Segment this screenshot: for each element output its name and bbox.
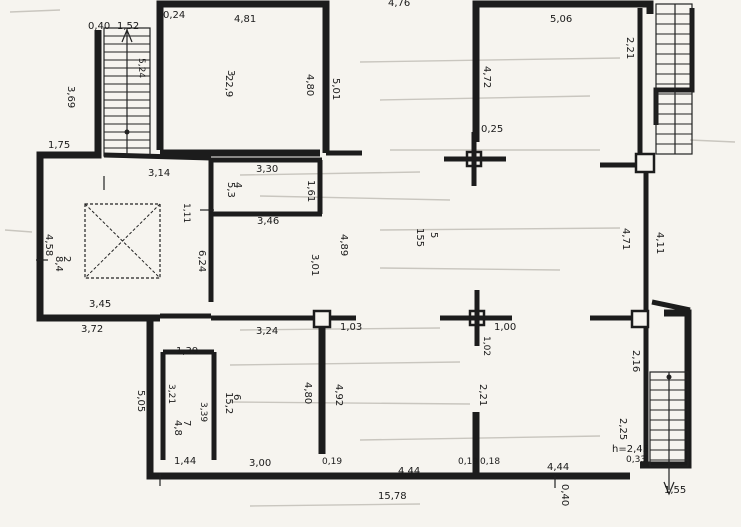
dim-0-25: 0,25 — [481, 124, 503, 135]
dim-0-19-b: 0,19 — [458, 457, 478, 467]
right-top-stair-treads — [656, 13, 692, 145]
dim-4-92: 4,92 — [333, 384, 344, 406]
dim-1-55: 1,55 — [664, 485, 686, 496]
dim-0-33: 0,33 — [626, 455, 646, 465]
dim-1-52: 1,52 — [117, 21, 139, 32]
left-staircase — [103, 27, 151, 157]
room-7-area: 4,8 — [172, 420, 183, 436]
dim-4-80-top: 4,80 — [304, 74, 315, 96]
room-3-number: 3 — [225, 70, 236, 76]
dim-5-01: 5,01 — [330, 78, 341, 100]
dim-2-25: 2,25 — [617, 418, 628, 440]
background-text-ghost — [4, 9, 736, 507]
dim-3-69: 3,69 — [65, 86, 76, 108]
dim-1-61: 1,61 — [305, 180, 316, 202]
room-6-number: 6 — [231, 394, 242, 400]
dim-1-00: 1,00 — [494, 322, 516, 333]
dim-3-14: 3,14 — [148, 168, 170, 179]
dim-0-40: 0,40 — [88, 21, 110, 32]
right-bottom-stair-treads — [650, 379, 688, 461]
dim-0-19-a: 0,19 — [322, 457, 342, 467]
interior-walls — [103, 14, 649, 476]
room-labels: 3 22,9 4 5,3 5 155 2 8,4 6 15,2 7 4,8 — [53, 70, 439, 436]
dimension-labels: 0,40 1,52 0,24 4,81 4,76 5,06 3,69 5,24 … — [43, 0, 686, 506]
dim-0-24: 0,24 — [163, 10, 185, 21]
room-5-area: 155 — [414, 228, 425, 247]
dim-4-11: 4,11 — [654, 232, 665, 254]
dim-0-18: 0,18 — [480, 457, 500, 467]
dim-4-81: 4,81 — [234, 14, 256, 25]
room-2-number: 2 — [61, 256, 72, 262]
dim-2-16: 2,16 — [630, 350, 641, 372]
dim-4-80-low: 4,80 — [302, 382, 313, 404]
dim-h-2-45: h=2,45 — [612, 444, 649, 455]
dim-4-89: 4,89 — [338, 234, 349, 256]
dim-4-72: 4,72 — [481, 66, 492, 88]
room-4-number: 4 — [232, 182, 243, 188]
dim-2-21-top: 2,21 — [624, 37, 635, 59]
dim-4-71: 4,71 — [620, 228, 631, 250]
dim-6-24: 6,24 — [196, 250, 207, 272]
dim-1-44: 1,44 — [174, 456, 196, 467]
dim-5-06: 5,06 — [550, 14, 572, 25]
dim-3-46: 3,46 — [257, 216, 279, 227]
room-7-number: 7 — [181, 420, 192, 426]
room-4-area: 5,3 — [225, 182, 236, 198]
dim-1-39: 1,39 — [176, 346, 198, 357]
dim-3-21: 3,21 — [166, 384, 176, 404]
dim-5-05: 5,05 — [135, 390, 146, 412]
dim-15-78: 15,78 — [378, 491, 407, 502]
dim-3-24: 3,24 — [256, 326, 278, 337]
right-bottom-staircase — [649, 371, 689, 496]
dim-4-76: 4,76 — [388, 0, 410, 9]
dim-4-44-b: 4,44 — [547, 462, 569, 473]
columns — [312, 132, 656, 346]
dim-3-00: 3,00 — [249, 458, 271, 469]
dim-3-45: 3,45 — [89, 299, 111, 310]
dim-1-02: 1,02 — [481, 336, 491, 356]
dim-3-39: 3,39 — [198, 402, 208, 422]
dim-1-03: 1,03 — [340, 322, 362, 333]
dim-1-11: 1,11 — [181, 203, 191, 223]
room-6-area: 15,2 — [223, 392, 234, 414]
dim-3-01: 3,01 — [309, 254, 320, 276]
dim-0-40-bottom: 0,40 — [559, 484, 570, 506]
room-2-area: 8,4 — [53, 256, 64, 272]
right-top-staircase — [655, 3, 693, 155]
elevator-shaft — [84, 203, 161, 279]
dim-5-24: 5,24 — [136, 58, 146, 78]
room-5-number: 5 — [428, 232, 439, 238]
dim-3-30: 3,30 — [256, 164, 278, 175]
dim-4-58: 4,58 — [43, 234, 54, 256]
dim-2-21-low: 2,21 — [477, 384, 488, 406]
door-marks — [36, 176, 556, 488]
dim-1-75: 1,75 — [48, 140, 70, 151]
dim-3-72: 3,72 — [81, 324, 103, 335]
left-stair-treads — [104, 35, 150, 149]
dim-4-44-a: 4,44 — [398, 466, 420, 477]
room-3-area: 22,9 — [223, 75, 234, 97]
